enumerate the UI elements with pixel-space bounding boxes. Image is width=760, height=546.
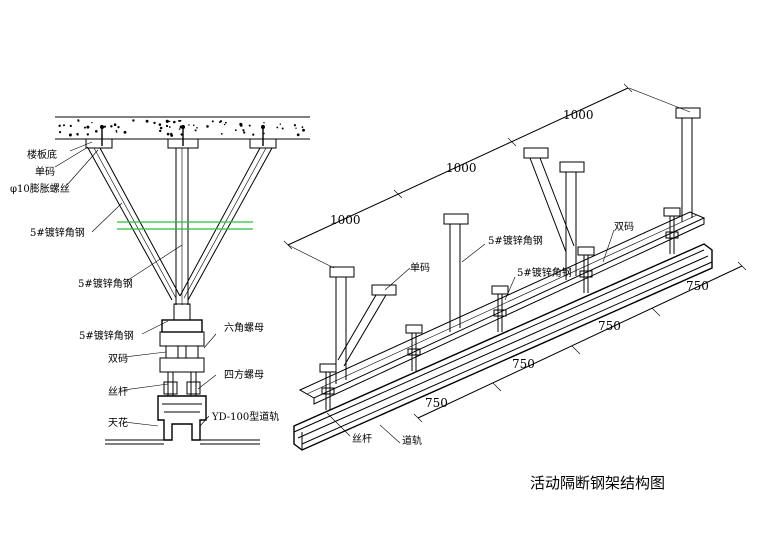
track-profile: [157, 395, 207, 441]
label-double-clamp: 双码: [108, 353, 128, 365]
iso-track: [293, 243, 713, 451]
dim-rod-2: 750: [512, 357, 535, 371]
iso-label-threaded-rod: 丝杆: [352, 433, 372, 445]
iso-rods: [319, 207, 681, 410]
label-threaded-rod: 丝杆: [108, 386, 128, 398]
lower-connector: [159, 303, 205, 373]
section-leaders: [54, 141, 217, 427]
iso-label-angle-steel-b: 5#镀锌角钢: [517, 266, 572, 279]
label-floor-slab: 楼板底: [27, 148, 57, 161]
isometric-view: 1000 1000 1000: [283, 83, 747, 451]
dim-support-2: 1000: [446, 161, 477, 175]
dim-rod-1: 750: [425, 396, 448, 410]
label-angle-steel-2: 5#镀锌角钢: [78, 277, 133, 290]
dim-support-3: 1000: [563, 108, 594, 122]
iso-label-angle-steel-a: 5#镀锌角钢: [488, 234, 543, 247]
left-diagonal-angle: [87, 147, 181, 301]
label-ceiling: 天花: [108, 416, 128, 429]
center-vertical-angle: [175, 148, 189, 305]
label-hex-nut: 六角螺母: [224, 322, 264, 334]
iso-hangers: [329, 107, 701, 384]
label-angle-steel-3: 5#镀锌角钢: [79, 329, 134, 342]
support-dimension-line: [283, 83, 691, 269]
drawing-title: 活动隔断钢架结构图: [530, 474, 665, 492]
label-square-nut: 四方螺母: [224, 368, 264, 381]
iso-label-single-clamp: 单码: [410, 262, 430, 274]
label-track: YD-100型道轨: [211, 410, 279, 423]
iso-label-track: 道轨: [402, 434, 422, 447]
iso-leaders: [326, 229, 615, 444]
rod-dimension-line: [413, 261, 747, 423]
dim-rod-4: 750: [686, 279, 709, 293]
label-single-clamp: 单码: [35, 166, 55, 178]
ceiling-clamps: [85, 138, 277, 149]
label-angle-steel-1: 5#镀锌角钢: [30, 226, 85, 239]
right-diagonal-angle: [179, 147, 273, 301]
section-view: 楼板底 单码 φ10膨胀螺丝 5#镀锌角钢 5#镀锌角钢 5#镀锌角钢 六角螺母…: [10, 116, 310, 445]
label-expansion-bolt: φ10膨胀螺丝: [10, 182, 70, 195]
iso-label-double-clamp: 双码: [614, 221, 634, 233]
dim-support-1: 1000: [330, 213, 361, 227]
ceiling-board: [105, 439, 260, 445]
threaded-rods: [163, 372, 201, 396]
dim-rod-3: 750: [598, 319, 621, 333]
expansion-bolts: [100, 125, 265, 146]
iso-braces: [337, 147, 575, 367]
